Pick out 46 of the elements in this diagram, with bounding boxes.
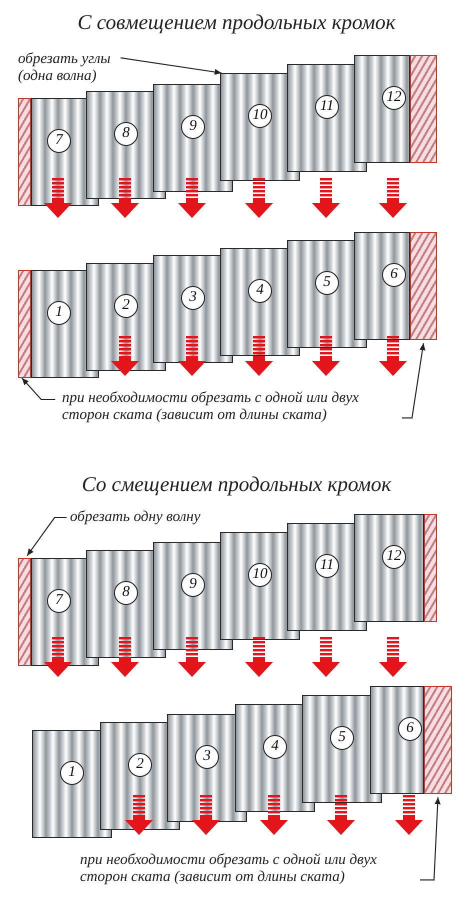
leader-line (22, 378, 56, 400)
leader-line (120, 57, 222, 75)
sheet-number: 3 (195, 745, 219, 769)
sheet-number: 5 (315, 271, 339, 295)
sheet-number: 8 (114, 581, 138, 605)
sheet-number: 6 (398, 717, 422, 741)
section-heading: С совмещением продольных кромок (76, 10, 396, 35)
hatched-trim-strip (18, 98, 31, 206)
hatched-trim-strip (18, 558, 31, 666)
hatched-trim-strip (18, 270, 31, 378)
sheet-number: 9 (181, 115, 205, 139)
callout-text: обрезать углы (одна волна) (18, 51, 126, 85)
leader-line (26, 516, 67, 556)
hatched-trim-strip (424, 514, 437, 622)
callout-text: при необходимости обрезать с одной или двух сторон ската (зависит от длины ската) (80, 852, 420, 886)
leader-line (402, 343, 426, 418)
leader-line (420, 797, 441, 880)
section-heading: Со смещением продольных кромок (80, 472, 392, 497)
sheet-number: 9 (181, 573, 205, 597)
corrugated-sheet (354, 514, 424, 622)
hatched-trim-strip (424, 686, 452, 794)
sheet-number: 12 (382, 86, 406, 110)
sheet-number: 10 (248, 104, 272, 128)
corrugated-sheet (354, 232, 410, 340)
sheet-number: 10 (248, 563, 272, 587)
callout-text: при необходимости обрезать с одной или двух сторон ската (зависит от длины ската) (62, 390, 402, 424)
hatched-trim-strip (410, 55, 437, 163)
sheet-number: 1 (47, 301, 71, 325)
sheet-number: 2 (128, 753, 152, 777)
sheet-number: 7 (47, 129, 71, 153)
sheet-number: 4 (263, 735, 287, 759)
sheet-number: 5 (330, 726, 354, 750)
callout-text: обрезать одну волну (70, 509, 240, 526)
sheet-number: 4 (248, 279, 272, 303)
sheet-number: 1 (60, 761, 84, 785)
sheet-number: 11 (315, 554, 339, 578)
sheet-number: 12 (382, 545, 406, 569)
hatched-trim-strip (410, 232, 437, 340)
sheet-number: 11 (315, 95, 339, 119)
corrugated-sheet (354, 55, 410, 163)
sheet-number: 8 (114, 122, 138, 146)
sheet-number: 7 (47, 589, 71, 613)
sheet-number: 6 (382, 263, 406, 287)
corrugated-sheet (370, 686, 424, 794)
sheet-number: 3 (181, 286, 205, 310)
sheet-number: 2 (114, 294, 138, 318)
